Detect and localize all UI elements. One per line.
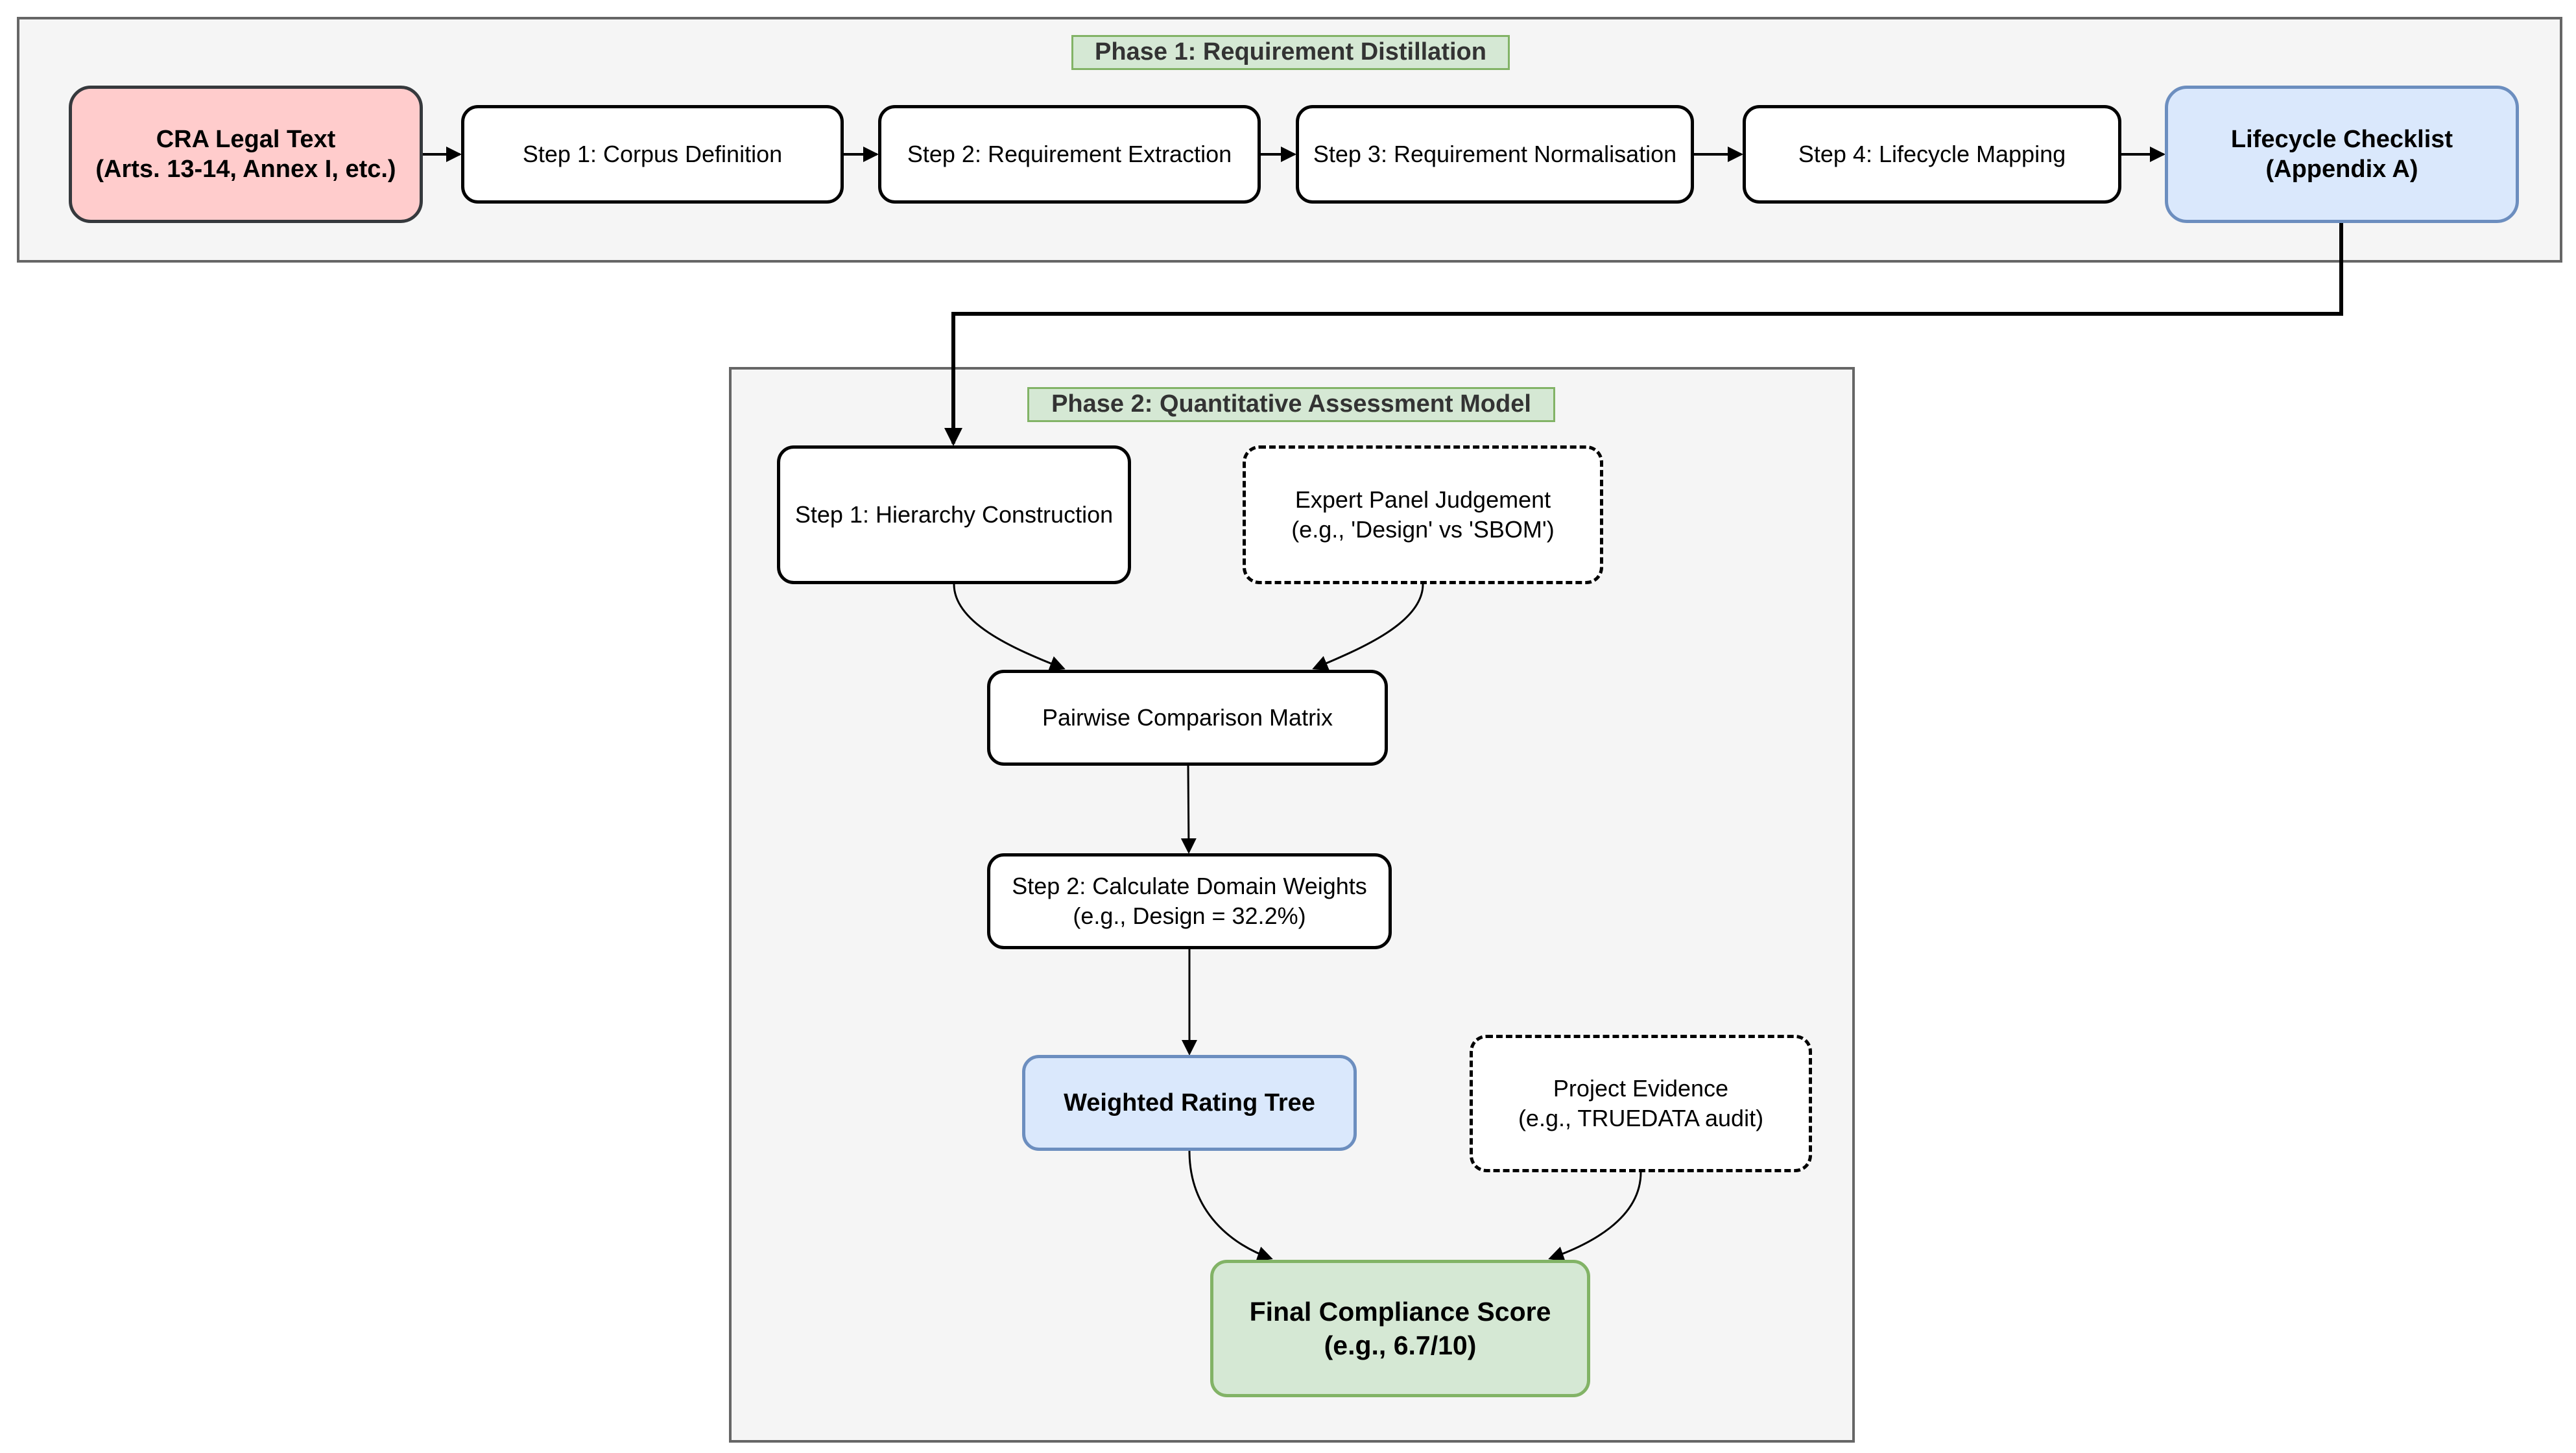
expert-panel-judgement-label: Expert Panel Judgement xyxy=(1294,486,1551,513)
pairwise-comparison-matrix-label: Pairwise Comparison Matrix xyxy=(1042,704,1333,731)
hierarchy-construction-node: Step 1: Hierarchy Construction xyxy=(777,445,1131,584)
step3-requirement-normalisation-label: Step 3: Requirement Normalisation xyxy=(1313,141,1677,167)
lifecycle-checklist-node: Lifecycle Checklist (Appendix A) xyxy=(2165,86,2519,223)
pairwise-comparison-matrix-node: Pairwise Comparison Matrix xyxy=(987,670,1388,766)
cra-legal-text-label: CRA Legal Text xyxy=(156,126,336,153)
cra-legal-text-node: CRA Legal Text (Arts. 13-14, Annex I, et… xyxy=(69,86,423,223)
project-evidence-node: Project Evidence (e.g., TRUEDATA audit) xyxy=(1470,1035,1812,1172)
step4-lifecycle-mapping-node: Step 4: Lifecycle Mapping xyxy=(1743,105,2121,204)
step1-corpus-definition-node: Step 1: Corpus Definition xyxy=(461,105,844,204)
project-evidence-label: Project Evidence xyxy=(1553,1075,1729,1102)
lifecycle-checklist-label: Lifecycle Checklist xyxy=(2230,126,2453,153)
final-compliance-score-sublabel: (e.g., 6.7/10) xyxy=(1324,1330,1477,1360)
phase1-title: Phase 1: Requirement Distillation xyxy=(1071,35,1510,70)
weighted-rating-tree-label: Weighted Rating Tree xyxy=(1064,1089,1315,1116)
calculate-domain-weights-label: Step 2: Calculate Domain Weights xyxy=(1012,873,1367,899)
weighted-rating-tree-node: Weighted Rating Tree xyxy=(1022,1055,1357,1151)
step2-requirement-extraction-label: Step 2: Requirement Extraction xyxy=(907,141,1232,167)
step4-lifecycle-mapping-label: Step 4: Lifecycle Mapping xyxy=(1798,141,2066,167)
lifecycle-checklist-sublabel: (Appendix A) xyxy=(2265,156,2418,183)
step2-requirement-extraction-node: Step 2: Requirement Extraction xyxy=(878,105,1261,204)
expert-panel-judgement-sublabel: (e.g., 'Design' vs 'SBOM') xyxy=(1291,516,1555,543)
calculate-domain-weights-sublabel: (e.g., Design = 32.2%) xyxy=(1073,903,1306,929)
calculate-domain-weights-node: Step 2: Calculate Domain Weights (e.g., … xyxy=(987,853,1392,949)
hierarchy-construction-label: Step 1: Hierarchy Construction xyxy=(794,501,1114,528)
phase2-title: Phase 2: Quantitative Assessment Model xyxy=(1027,387,1555,422)
project-evidence-sublabel: (e.g., TRUEDATA audit) xyxy=(1518,1105,1764,1131)
final-compliance-score-label: Final Compliance Score xyxy=(1249,1297,1551,1327)
expert-panel-judgement-node: Expert Panel Judgement (e.g., 'Design' v… xyxy=(1243,445,1603,584)
cra-legal-text-sublabel: (Arts. 13-14, Annex I, etc.) xyxy=(95,156,396,183)
final-compliance-score-node: Final Compliance Score (e.g., 6.7/10) xyxy=(1210,1260,1590,1397)
step3-requirement-normalisation-node: Step 3: Requirement Normalisation xyxy=(1296,105,1694,204)
step1-corpus-definition-label: Step 1: Corpus Definition xyxy=(522,141,783,167)
